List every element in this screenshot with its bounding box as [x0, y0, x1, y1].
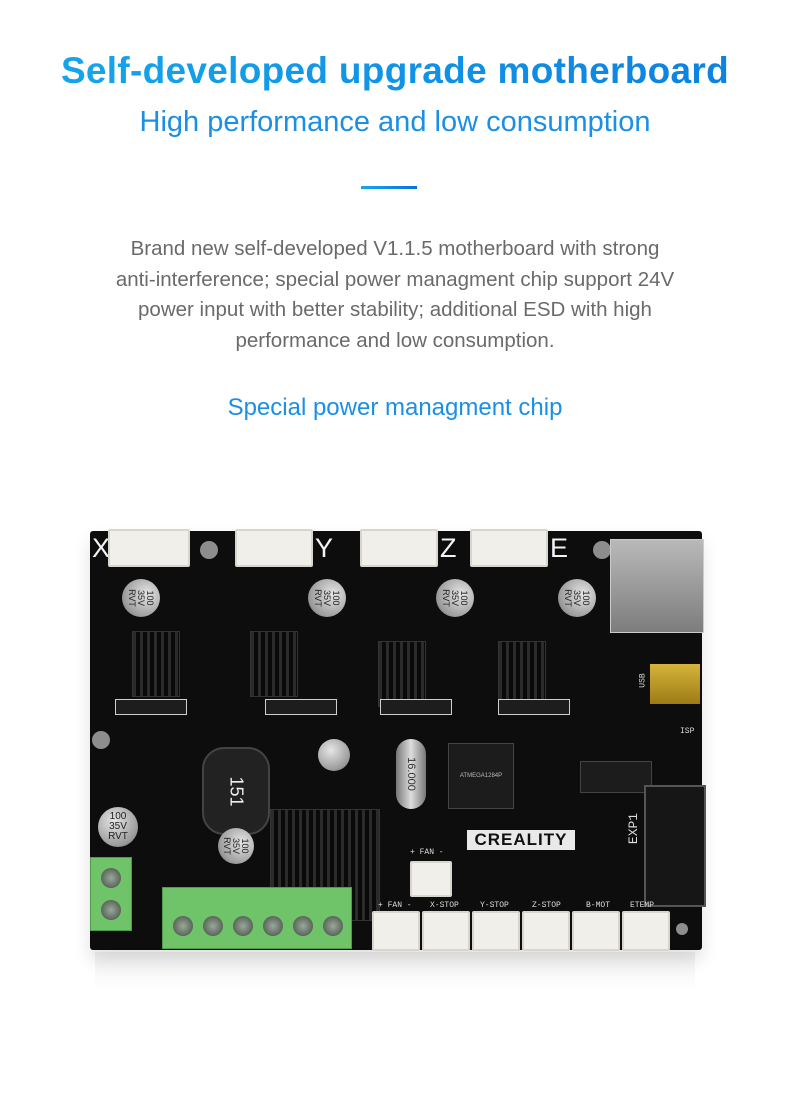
usb-chip: [580, 761, 652, 793]
crystal-label: 16.000: [405, 757, 417, 791]
connector-label: B-MOT: [586, 901, 611, 910]
connector-z: [360, 529, 438, 567]
y-stop-connector: [472, 911, 520, 951]
board-reflection: [95, 952, 695, 992]
mount-hole: [200, 541, 218, 559]
fan-connector-bottom: [372, 911, 420, 951]
capacitor: 100 35V RVT: [122, 579, 160, 617]
sd-card-slot: [610, 539, 704, 633]
driver-heatsink: [498, 641, 546, 707]
connector-label: ETEMP: [630, 901, 655, 910]
usb-port: [650, 664, 700, 704]
connector-e: [470, 529, 548, 567]
terminal-block: [162, 887, 352, 949]
capacitor-label: 100 35V RVT: [127, 589, 156, 607]
connector-x: [108, 529, 190, 567]
capacitor: 100 35V RVT: [436, 579, 474, 617]
isp-label: ISP: [680, 727, 695, 736]
capacitor: 100 35V RVT: [308, 579, 346, 617]
resistor-array: [498, 699, 570, 715]
capacitor-label: 100 35V RVT: [563, 589, 592, 607]
connector-y: [235, 529, 313, 567]
capacitor: 100 35V RVT: [218, 828, 254, 864]
description-line: performance and low consumption.: [235, 328, 555, 352]
connector-label: Z-STOP: [532, 901, 561, 910]
inductor-label: 151: [226, 775, 247, 807]
mcu-chip: ATMEGA1284P: [448, 743, 514, 809]
etemp-connector: [622, 911, 670, 951]
motherboard-image: X Y Z E 100 35V RVT 100 35V RVT 100 35V …: [90, 529, 706, 951]
z-stop-connector: [522, 911, 570, 951]
resistor-array: [380, 699, 452, 715]
mcu-label: ATMEGA1284P: [459, 773, 503, 779]
resistor-array: [265, 699, 337, 715]
axis-label-z: Z: [440, 533, 457, 563]
axis-label-y: Y: [315, 533, 334, 563]
power-terminal-block: [90, 857, 132, 931]
exp1-label: EXP1: [626, 812, 642, 845]
page-subtitle: High performance and low consumption: [139, 106, 651, 138]
mount-hole: [676, 923, 688, 935]
resistor-array: [115, 699, 187, 715]
axis-label-e: E: [550, 533, 569, 563]
driver-heatsink: [378, 641, 426, 707]
b-mot-connector: [572, 911, 620, 951]
divider: [361, 186, 417, 189]
page-title: Self-developed upgrade motherboard: [0, 50, 790, 92]
description-line: power input with better stability; addit…: [138, 298, 652, 321]
connector-label: + FAN -: [378, 901, 412, 910]
x-stop-connector: [422, 911, 470, 951]
section-title: Special power managment chip: [227, 394, 563, 421]
description-line: Brand new self-developed V1.1.5 motherbo…: [130, 237, 660, 260]
mount-hole: [92, 731, 110, 749]
driver-heatsink: [250, 631, 298, 697]
capacitor-label: 100 35V RVT: [313, 589, 342, 607]
fan-label: + FAN -: [410, 848, 444, 857]
exp1-header: [644, 785, 706, 907]
driver-heatsink: [132, 631, 180, 697]
crystal-oscillator: 16.000: [396, 739, 426, 809]
capacitor: 100 35V RVT: [558, 579, 596, 617]
capacitor: 100 35V RVT: [98, 807, 138, 847]
mount-hole: [593, 541, 611, 559]
usb-label: USB: [638, 673, 648, 688]
connector-label: Y-STOP: [480, 901, 509, 910]
description-line: anti-interference; special power managme…: [115, 267, 675, 291]
capacitor-label: 100 35V RVT: [441, 589, 470, 607]
axis-label-x: X: [92, 533, 111, 563]
connector-label: X-STOP: [430, 901, 459, 910]
inductor: 151: [202, 747, 270, 835]
capacitor-label: 100 35V RVT: [222, 837, 251, 855]
description: Brand new self-developed V1.1.5 motherbo…: [0, 234, 790, 356]
capacitor-label: 100 35V RVT: [108, 811, 128, 842]
fan-connector: [410, 861, 452, 897]
creality-logo: CREALITY: [467, 830, 575, 850]
small-capacitor: [318, 739, 350, 771]
